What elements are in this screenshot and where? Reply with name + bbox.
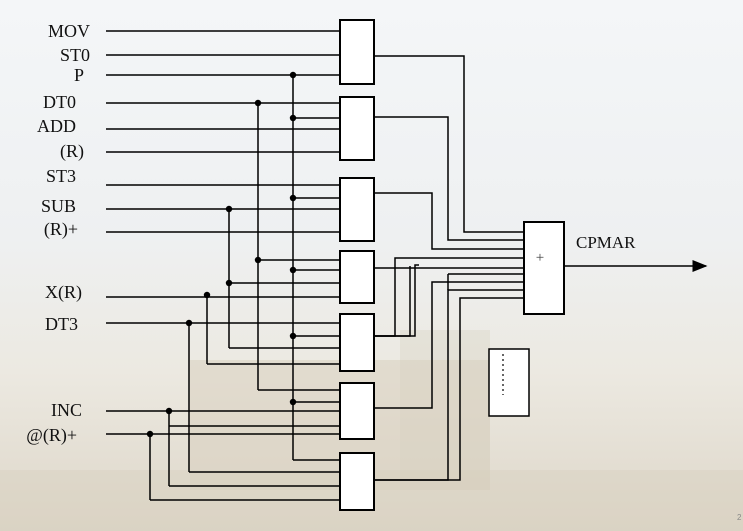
input-label-r: (R) <box>60 141 84 162</box>
input-label-st3: ST3 <box>46 166 76 186</box>
or-gate-symbol: + <box>536 250 544 266</box>
building-silhouette <box>400 330 490 490</box>
ellipsis-box <box>488 348 530 417</box>
input-label-p: P <box>74 65 84 85</box>
or-gate: + <box>523 221 565 315</box>
input-labels: MOV ST0 P DT0 ADD (R) ST3 SUB (R)+ X(R) … <box>26 21 90 446</box>
and-gate-4 <box>339 250 375 304</box>
input-label-mov: MOV <box>48 21 90 41</box>
input-label-xr: X(R) <box>45 282 82 303</box>
input-label-sub: SUB <box>41 196 76 216</box>
junction-dots <box>146 71 297 438</box>
and-gate-1 <box>339 19 375 85</box>
and-gates <box>339 19 375 511</box>
input-label-rplus: (R)+ <box>44 219 78 240</box>
input-label-dt0: DT0 <box>43 92 76 112</box>
and-gate-5 <box>339 313 375 372</box>
input-label-st0: ST0 <box>60 45 90 65</box>
input-label-dt3: DT3 <box>45 314 78 334</box>
and-gate-3 <box>339 177 375 242</box>
wires <box>106 30 524 501</box>
output-label-cpmar: CPMAR <box>576 233 636 252</box>
input-label-atrplus: @(R)+ <box>26 425 77 446</box>
input-label-add: ADD <box>37 116 76 136</box>
and-gate-6 <box>339 382 375 440</box>
input-label-inc: INC <box>51 400 82 420</box>
page-number: 2 <box>737 513 742 522</box>
and-gate-2 <box>339 96 375 161</box>
and-gate-7 <box>339 452 375 511</box>
